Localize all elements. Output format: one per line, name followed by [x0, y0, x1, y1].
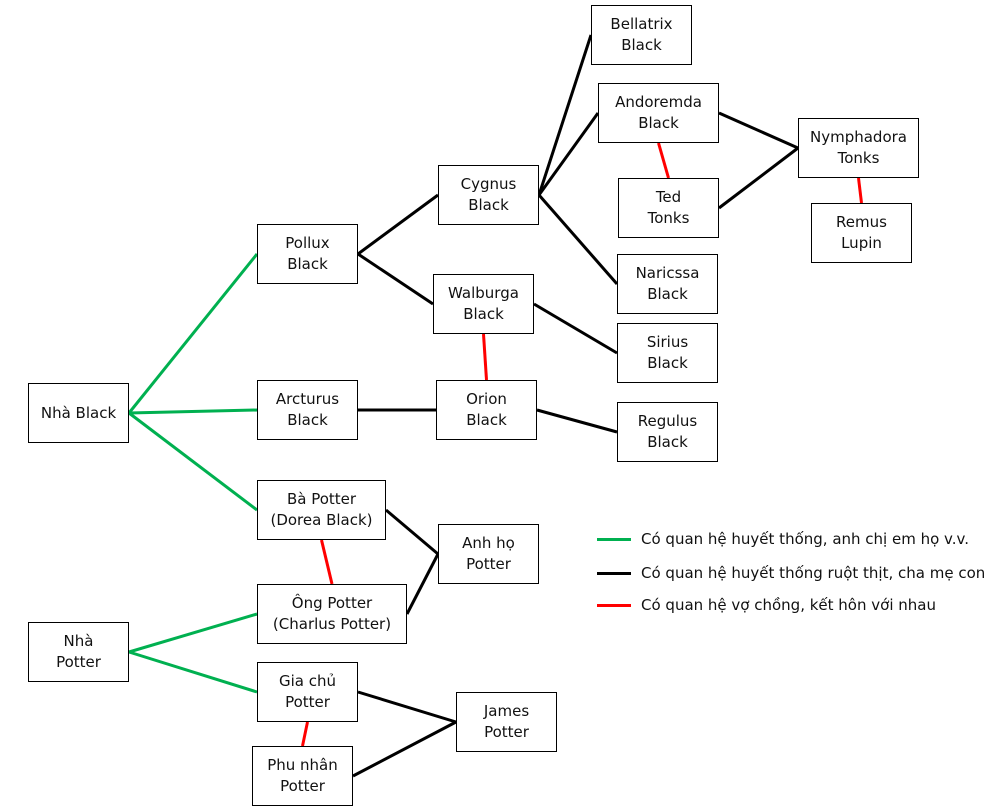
- edge-pollux-cygnus: [357, 193, 439, 256]
- edge-gia_chu-phu_nhan: [301, 721, 309, 747]
- legend-label: Có quan hệ huyết thống ruột thịt, cha mẹ…: [641, 564, 986, 582]
- node-bellatrix-black: Bellatrix Black: [591, 5, 692, 65]
- node-orion-black: Orion Black: [436, 380, 537, 440]
- node-walburga-black: Walburga Black: [433, 274, 534, 334]
- edge-nha_black-dorea: [128, 411, 258, 512]
- node-remus-lupin: Remus Lupin: [811, 203, 912, 263]
- edge-dorea-anh_ho: [385, 508, 439, 556]
- edge-nha_potter-gia_chu: [128, 650, 258, 694]
- node-sirius-black: Sirius Black: [617, 323, 718, 383]
- edge-ted-nymphadora: [718, 146, 799, 210]
- legend-swatch-black: [597, 571, 631, 575]
- edge-nha_black-pollux: [127, 253, 259, 414]
- edge-cygnus-bellatrix: [537, 34, 593, 196]
- node-pollux-black: Pollux Black: [257, 224, 358, 284]
- node-naricssa-black: Naricssa Black: [617, 254, 718, 314]
- edge-walburga-orion: [482, 333, 488, 381]
- edge-pollux-walburga: [357, 252, 434, 306]
- legend-swatch-green: [597, 537, 631, 541]
- edge-gia_chu-james: [357, 690, 457, 724]
- node-nha-potter: Nhà Potter: [28, 622, 129, 682]
- edge-walburga-sirius: [533, 302, 618, 355]
- legend-item-parent-child: Có quan hệ huyết thống ruột thịt, cha mẹ…: [597, 564, 985, 582]
- node-anh-ho-potter: Anh họ Potter: [438, 524, 539, 584]
- legend-swatch-red: [597, 603, 631, 607]
- node-andromeda-black: Andoremda Black: [598, 83, 719, 143]
- node-charlus-potter: Ông Potter (Charlus Potter): [257, 584, 407, 644]
- legend-label: Có quan hệ vợ chồng, kết hôn với nhau: [641, 596, 936, 614]
- edge-charlus-anh_ho: [405, 553, 440, 615]
- edge-dorea-charlus: [320, 539, 334, 585]
- node-nha-black: Nhà Black: [28, 383, 129, 443]
- edge-orion-regulus: [536, 408, 618, 434]
- node-gia-chu-potter: Gia chủ Potter: [257, 662, 358, 722]
- node-regulus-black: Regulus Black: [617, 402, 718, 462]
- node-dorea-black: Bà Potter (Dorea Black): [257, 480, 386, 540]
- edge-andromeda-ted: [657, 142, 670, 179]
- edge-andromeda-nymphadora: [718, 111, 799, 150]
- edge-nymphadora-remus: [857, 177, 863, 204]
- node-phu-nhan-potter: Phu nhân Potter: [252, 746, 353, 806]
- edge-cygnus-andromeda: [537, 112, 600, 196]
- node-nymphadora-tonks: Nymphadora Tonks: [798, 118, 919, 178]
- node-cygnus-black: Cygnus Black: [438, 165, 539, 225]
- edge-nha_black-arcturus: [128, 408, 258, 415]
- legend-item-cousin: Có quan hệ huyết thống, anh chị em họ v.…: [597, 530, 969, 548]
- legend-item-spouse: Có quan hệ vợ chồng, kết hôn với nhau: [597, 596, 936, 614]
- edge-cygnus-naricssa: [537, 194, 619, 285]
- node-ted-tonks: Ted Tonks: [618, 178, 719, 238]
- edge-nha_potter-charlus: [128, 612, 258, 654]
- node-arcturus-black: Arcturus Black: [257, 380, 358, 440]
- node-james-potter: James Potter: [456, 692, 557, 752]
- legend-label: Có quan hệ huyết thống, anh chị em họ v.…: [641, 530, 970, 548]
- edge-phu_nhan-james: [352, 720, 457, 778]
